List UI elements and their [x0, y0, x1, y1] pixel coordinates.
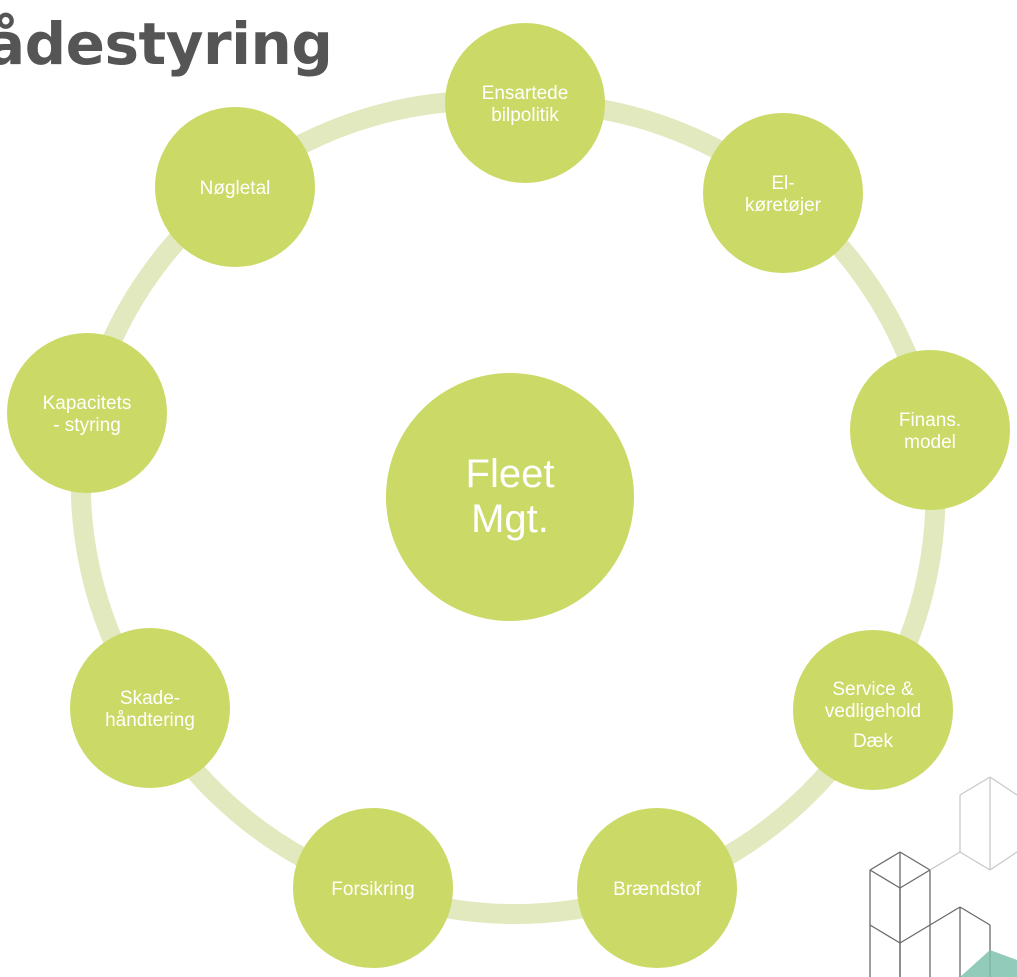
node-label-line: Kapacitets	[43, 393, 132, 414]
node-label-line: Finans.	[899, 410, 961, 431]
node-label-line: Brændstof	[613, 879, 701, 900]
node-noegletal: Nøgletal	[155, 107, 315, 267]
node-circle	[850, 350, 1010, 510]
node-label-line: Ensartede	[482, 83, 569, 104]
node-circle	[703, 113, 863, 273]
node-label-line: El-	[771, 173, 794, 194]
node-circle	[793, 630, 953, 790]
node-circle	[70, 628, 230, 788]
isometric-cubes-icon	[869, 776, 1017, 977]
center-label-line-1: Fleet	[466, 452, 555, 496]
node-forsikring: Forsikring	[293, 808, 453, 968]
node-label-line: Dæk	[853, 731, 894, 752]
node-label-line: - styring	[53, 415, 121, 436]
node-circle	[7, 333, 167, 493]
node-label-line: Nøgletal	[200, 178, 271, 199]
center-node: Fleet Mgt.	[386, 373, 634, 621]
page-title: ådestyring	[0, 10, 333, 78]
node-braendstof: Brændstof	[577, 808, 737, 968]
svg-text:Fleet: Fleet	[466, 452, 555, 496]
node-label-line: model	[904, 432, 956, 453]
node-label-line: Skade-	[120, 688, 180, 709]
node-circle	[577, 808, 737, 968]
node-circle	[293, 808, 453, 968]
node-el-koretojer: El-køretøjer	[703, 113, 863, 273]
node-kapacitetsstyring: Kapacitets- styring	[7, 333, 167, 493]
node-label-line: køretøjer	[745, 195, 822, 216]
node-label-line: vedligehold	[825, 701, 921, 722]
svg-text:Mgt.: Mgt.	[471, 497, 549, 541]
node-circle	[155, 107, 315, 267]
node-label-line: Forsikring	[331, 879, 414, 900]
center-label-line-2: Mgt.	[471, 497, 549, 541]
node-ring: EnsartedebilpolitikEl-køretøjerFinans.mo…	[7, 23, 1010, 968]
node-label-line: Service &	[832, 679, 914, 700]
node-label-line: bilpolitik	[491, 105, 559, 126]
node-finans-model: Finans.model	[850, 350, 1010, 510]
node-circle	[445, 23, 605, 183]
node-label-line: håndtering	[105, 710, 195, 731]
node-skadehaandtering: Skade-håndtering	[70, 628, 230, 788]
